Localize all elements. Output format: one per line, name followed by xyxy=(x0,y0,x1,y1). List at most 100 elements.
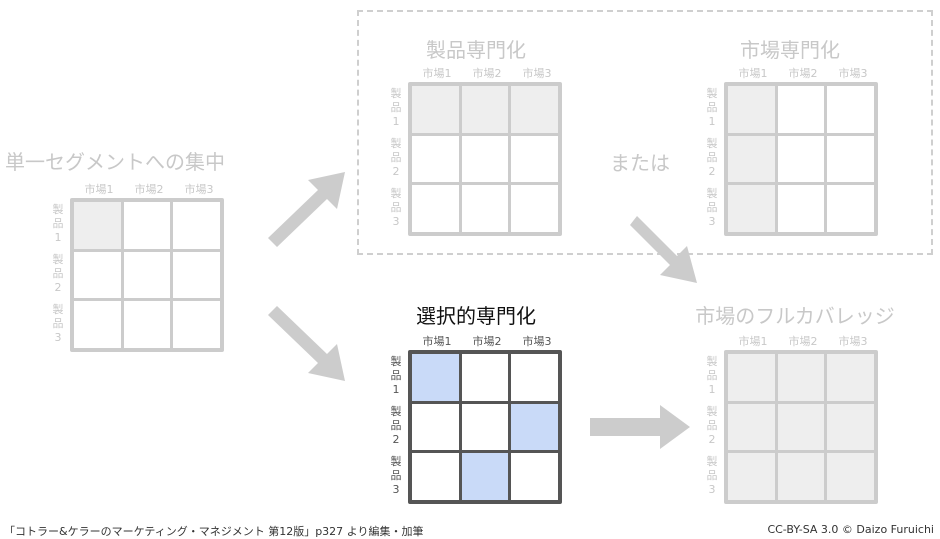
matrix-cell xyxy=(827,403,874,451)
arrow-down-right-2 xyxy=(630,216,697,283)
alternatives-dashed-box xyxy=(357,10,933,255)
row-label-char: 製 xyxy=(390,355,402,368)
row-label-char: 製 xyxy=(52,253,64,266)
matrix-cell xyxy=(511,453,558,500)
product-specialization-title: 製品専門化 xyxy=(426,38,526,62)
or-label: または xyxy=(610,151,670,175)
matrix-cell xyxy=(461,86,509,133)
product-specialization-matrix xyxy=(408,82,562,236)
matrix-cell xyxy=(461,185,509,232)
column-label: 市場2 xyxy=(472,67,502,80)
matrix-cell xyxy=(827,354,874,401)
matrix-cell xyxy=(173,202,220,249)
matrix-cell xyxy=(728,453,775,500)
row-label-char: 製 xyxy=(706,87,718,100)
column-label: 市場1 xyxy=(422,67,452,80)
matrix-cell xyxy=(412,403,459,451)
arrow-up-right xyxy=(268,172,345,247)
row-label-char: 品 xyxy=(52,317,64,330)
matrix-cell xyxy=(777,403,825,451)
row-label-char: 品 xyxy=(390,201,402,214)
matrix-cell xyxy=(827,86,874,133)
matrix-cell xyxy=(511,135,558,183)
row-label-char: 2 xyxy=(708,165,716,178)
row-label-char: 製 xyxy=(706,455,718,468)
matrix-cell xyxy=(412,185,459,232)
row-label-char: 品 xyxy=(390,419,402,432)
column-label: 市場2 xyxy=(134,183,164,196)
row-label-char: 1 xyxy=(708,383,716,396)
row-label-char: 2 xyxy=(708,433,716,446)
matrix-cell xyxy=(777,135,825,183)
matrix-cell xyxy=(74,202,121,249)
row-label-char: 3 xyxy=(708,483,716,496)
license-note: CC-BY-SA 3.0 © Daizo Furuichi xyxy=(767,523,934,536)
matrix-cell xyxy=(412,86,459,133)
row-label-char: 2 xyxy=(392,165,400,178)
matrix-cell xyxy=(173,251,220,299)
row-label-char: 品 xyxy=(706,469,718,482)
column-label: 市場3 xyxy=(522,335,552,348)
matrix-cell xyxy=(777,86,825,133)
matrix-cell xyxy=(173,301,220,348)
row-label-char: 製 xyxy=(390,455,402,468)
matrix-cell xyxy=(461,354,509,401)
row-label-char: 製 xyxy=(706,137,718,150)
matrix-cell xyxy=(511,86,558,133)
row-label-char: 3 xyxy=(392,215,400,228)
row-label-char: 1 xyxy=(54,231,62,244)
column-label: 市場2 xyxy=(788,67,818,80)
matrix-cell xyxy=(777,185,825,232)
matrix-cell xyxy=(461,403,509,451)
row-label-char: 品 xyxy=(390,101,402,114)
row-label-char: 製 xyxy=(390,137,402,150)
row-label-char: 品 xyxy=(52,217,64,230)
matrix-cell xyxy=(412,453,459,500)
row-label-char: 品 xyxy=(706,369,718,382)
row-label-char: 製 xyxy=(390,405,402,418)
matrix-cell xyxy=(511,354,558,401)
matrix-cell xyxy=(827,185,874,232)
row-label-char: 品 xyxy=(52,267,64,280)
matrix-cell xyxy=(74,251,121,299)
matrix-cell xyxy=(511,403,558,451)
row-label-char: 2 xyxy=(54,281,62,294)
row-label-char: 製 xyxy=(390,87,402,100)
matrix-cell xyxy=(412,135,459,183)
matrix-cell xyxy=(123,251,171,299)
column-label: 市場3 xyxy=(838,67,868,80)
row-label-char: 製 xyxy=(52,303,64,316)
matrix-cell xyxy=(461,135,509,183)
row-label-char: 品 xyxy=(706,151,718,164)
matrix-cell xyxy=(123,301,171,348)
single-segment-title: 単一セグメントへの集中 xyxy=(5,150,225,174)
matrix-cell xyxy=(728,354,775,401)
column-label: 市場1 xyxy=(738,335,768,348)
single-segment-matrix xyxy=(70,198,224,352)
row-label-char: 製 xyxy=(706,187,718,200)
row-label-char: 1 xyxy=(392,383,400,396)
row-label-char: 製 xyxy=(706,405,718,418)
matrix-cell xyxy=(461,453,509,500)
market-specialization-matrix xyxy=(724,82,878,236)
matrix-cell xyxy=(777,354,825,401)
column-label: 市場3 xyxy=(184,183,214,196)
row-label-char: 1 xyxy=(708,115,716,128)
row-label-char: 製 xyxy=(706,355,718,368)
matrix-cell xyxy=(728,185,775,232)
row-label-char: 3 xyxy=(708,215,716,228)
row-label-char: 品 xyxy=(390,369,402,382)
row-label-char: 製 xyxy=(390,187,402,200)
